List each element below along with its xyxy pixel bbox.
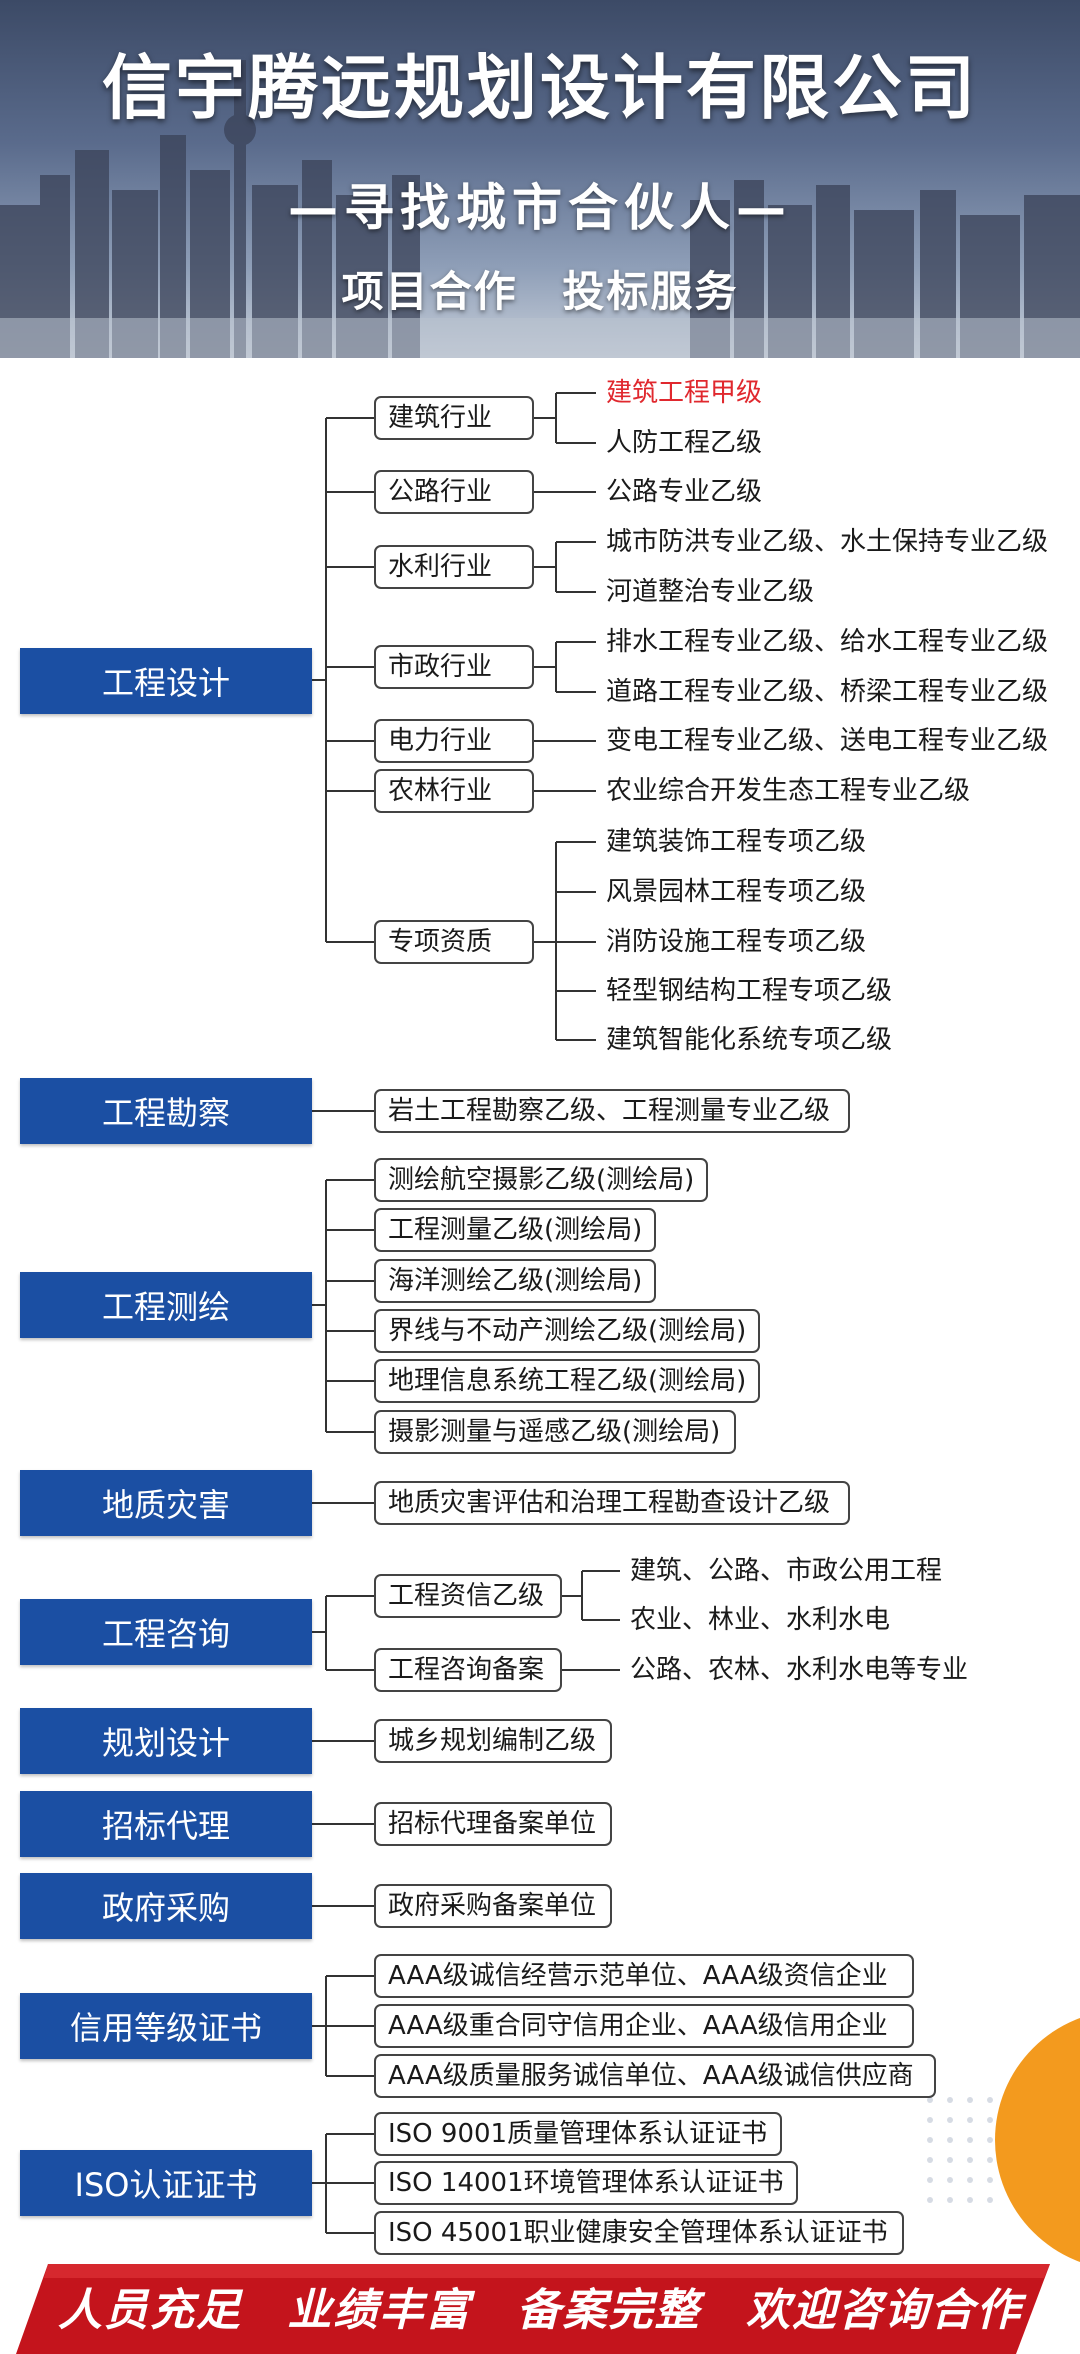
credit-item-contract: AAA级重合同守信用企业、AAA级信用企业 [374,2004,914,2048]
geohazard-item: 地质灾害评估和治理工程勘查设计乙级 [374,1481,850,1525]
design-item-road-bridge: 道路工程专业乙级、桥梁工程专业乙级 [606,677,1049,707]
service-project-cooperation: 项目合作 [341,267,518,316]
mapping-item-engineering: 工程测量乙级(测绘局) [374,1208,656,1252]
category-geohazard: 地质灾害 [20,1470,312,1536]
design-group-municipal: 市政行业 [374,645,534,689]
design-item-building-a: 建筑工程甲级 [606,378,763,408]
credit-item-quality: AAA级质量服务诚信单位、AAA级诚信供应商 [374,2054,936,2098]
slogan-filing: 备案完整 [516,2285,701,2336]
slogan-performance: 业绩丰富 [287,2285,472,2336]
mapping-item-gis: 地理信息系统工程乙级(测绘局) [374,1359,760,1403]
slogan-staff: 人员充足 [58,2285,242,2336]
design-item-fire-protection: 消防设施工程专项乙级 [606,927,867,957]
city-skyline-image [0,60,1080,358]
tagline: —寻找城市合伙人— [288,179,792,237]
category-engineering-survey: 工程勘察 [20,1078,312,1144]
footer-ribbon-shape [16,2264,1050,2354]
design-group-water: 水利行业 [374,545,534,589]
design-item-flood-control: 城市防洪专业乙级、水土保持专业乙级 [606,527,1049,557]
design-group-special: 专项资质 [374,920,534,964]
mapping-item-marine: 海洋测绘乙级(测绘局) [374,1259,656,1303]
consulting-group-credit: 工程资信乙级 [374,1574,562,1618]
consulting-item-highway-agri: 公路、农林、水利水电等专业 [630,1655,969,1685]
decorative-orange-circle [995,2018,1080,2262]
design-item-decoration: 建筑装饰工程专项乙级 [606,827,867,857]
design-item-agri-eco: 农业综合开发生态工程专业乙级 [606,776,971,806]
category-iso-certificate: ISO认证证书 [20,2150,312,2216]
design-item-drainage: 排水工程专业乙级、给水工程专业乙级 [606,627,1049,657]
slogan-welcome: 欢迎咨询合作 [745,2285,1022,2336]
header-banner: 信宇腾远规划设计有限公司 —寻找城市合伙人— 项目合作 投标服务 [0,0,1080,358]
mapping-item-aerial: 测绘航空摄影乙级(测绘局) [374,1158,708,1202]
footer-slogan: 人员充足 业绩丰富 备案完整 欢迎咨询合作 [0,2274,1080,2338]
footer-banner: 人员充足 业绩丰富 备案完整 欢迎咨询合作 [0,2264,1080,2354]
category-engineering-mapping: 工程测绘 [20,1272,312,1338]
category-government-procurement: 政府采购 [20,1873,312,1939]
category-engineering-design: 工程设计 [20,648,312,714]
category-planning-design: 规划设计 [20,1708,312,1774]
iso-item-14001: ISO 14001环境管理体系认证证书 [374,2161,798,2205]
category-bidding-agency: 招标代理 [20,1791,312,1857]
mapping-item-photogrammetry: 摄影测量与遥感乙级(测绘局) [374,1410,736,1454]
credit-item-integrity: AAA级诚信经营示范单位、AAA级资信企业 [374,1954,914,1998]
design-group-highway: 公路行业 [374,470,534,514]
services-line: 项目合作 投标服务 [0,258,1080,319]
bidding-item: 招标代理备案单位 [374,1802,612,1846]
procurement-item: 政府采购备案单位 [374,1884,612,1928]
design-item-river-regulation: 河道整治专业乙级 [606,577,815,607]
design-group-agri-forestry: 农林行业 [374,769,534,813]
design-group-power: 电力行业 [374,719,534,763]
mapping-item-boundary: 界线与不动产测绘乙级(测绘局) [374,1309,760,1353]
design-item-landscape: 风景园林工程专项乙级 [606,877,867,907]
iso-item-45001: ISO 45001职业健康安全管理体系认证证书 [374,2211,904,2255]
planning-item: 城乡规划编制乙级 [374,1719,612,1763]
service-bidding: 投标服务 [562,267,739,316]
design-item-civil-defense: 人防工程乙级 [606,428,763,458]
consulting-item-agri-water: 农业、林业、水利水电 [630,1605,891,1635]
design-item-highway: 公路专业乙级 [606,477,763,507]
consulting-group-filing: 工程咨询备案 [374,1648,562,1692]
design-item-light-steel: 轻型钢结构工程专项乙级 [606,976,893,1006]
design-item-substation: 变电工程专业乙级、送电工程专业乙级 [606,726,1049,756]
design-item-intelligent: 建筑智能化系统专项乙级 [606,1025,893,1055]
iso-item-9001: ISO 9001质量管理体系认证证书 [374,2112,782,2156]
category-engineering-consulting: 工程咨询 [20,1599,312,1665]
survey-item-geotechnical: 岩土工程勘察乙级、工程测量专业乙级 [374,1089,850,1133]
company-name: 信宇腾远规划设计有限公司 [102,47,978,129]
design-group-building: 建筑行业 [374,396,534,440]
category-credit-certificate: 信用等级证书 [20,1993,312,2059]
consulting-item-building-highway: 建筑、公路、市政公用工程 [630,1556,943,1586]
